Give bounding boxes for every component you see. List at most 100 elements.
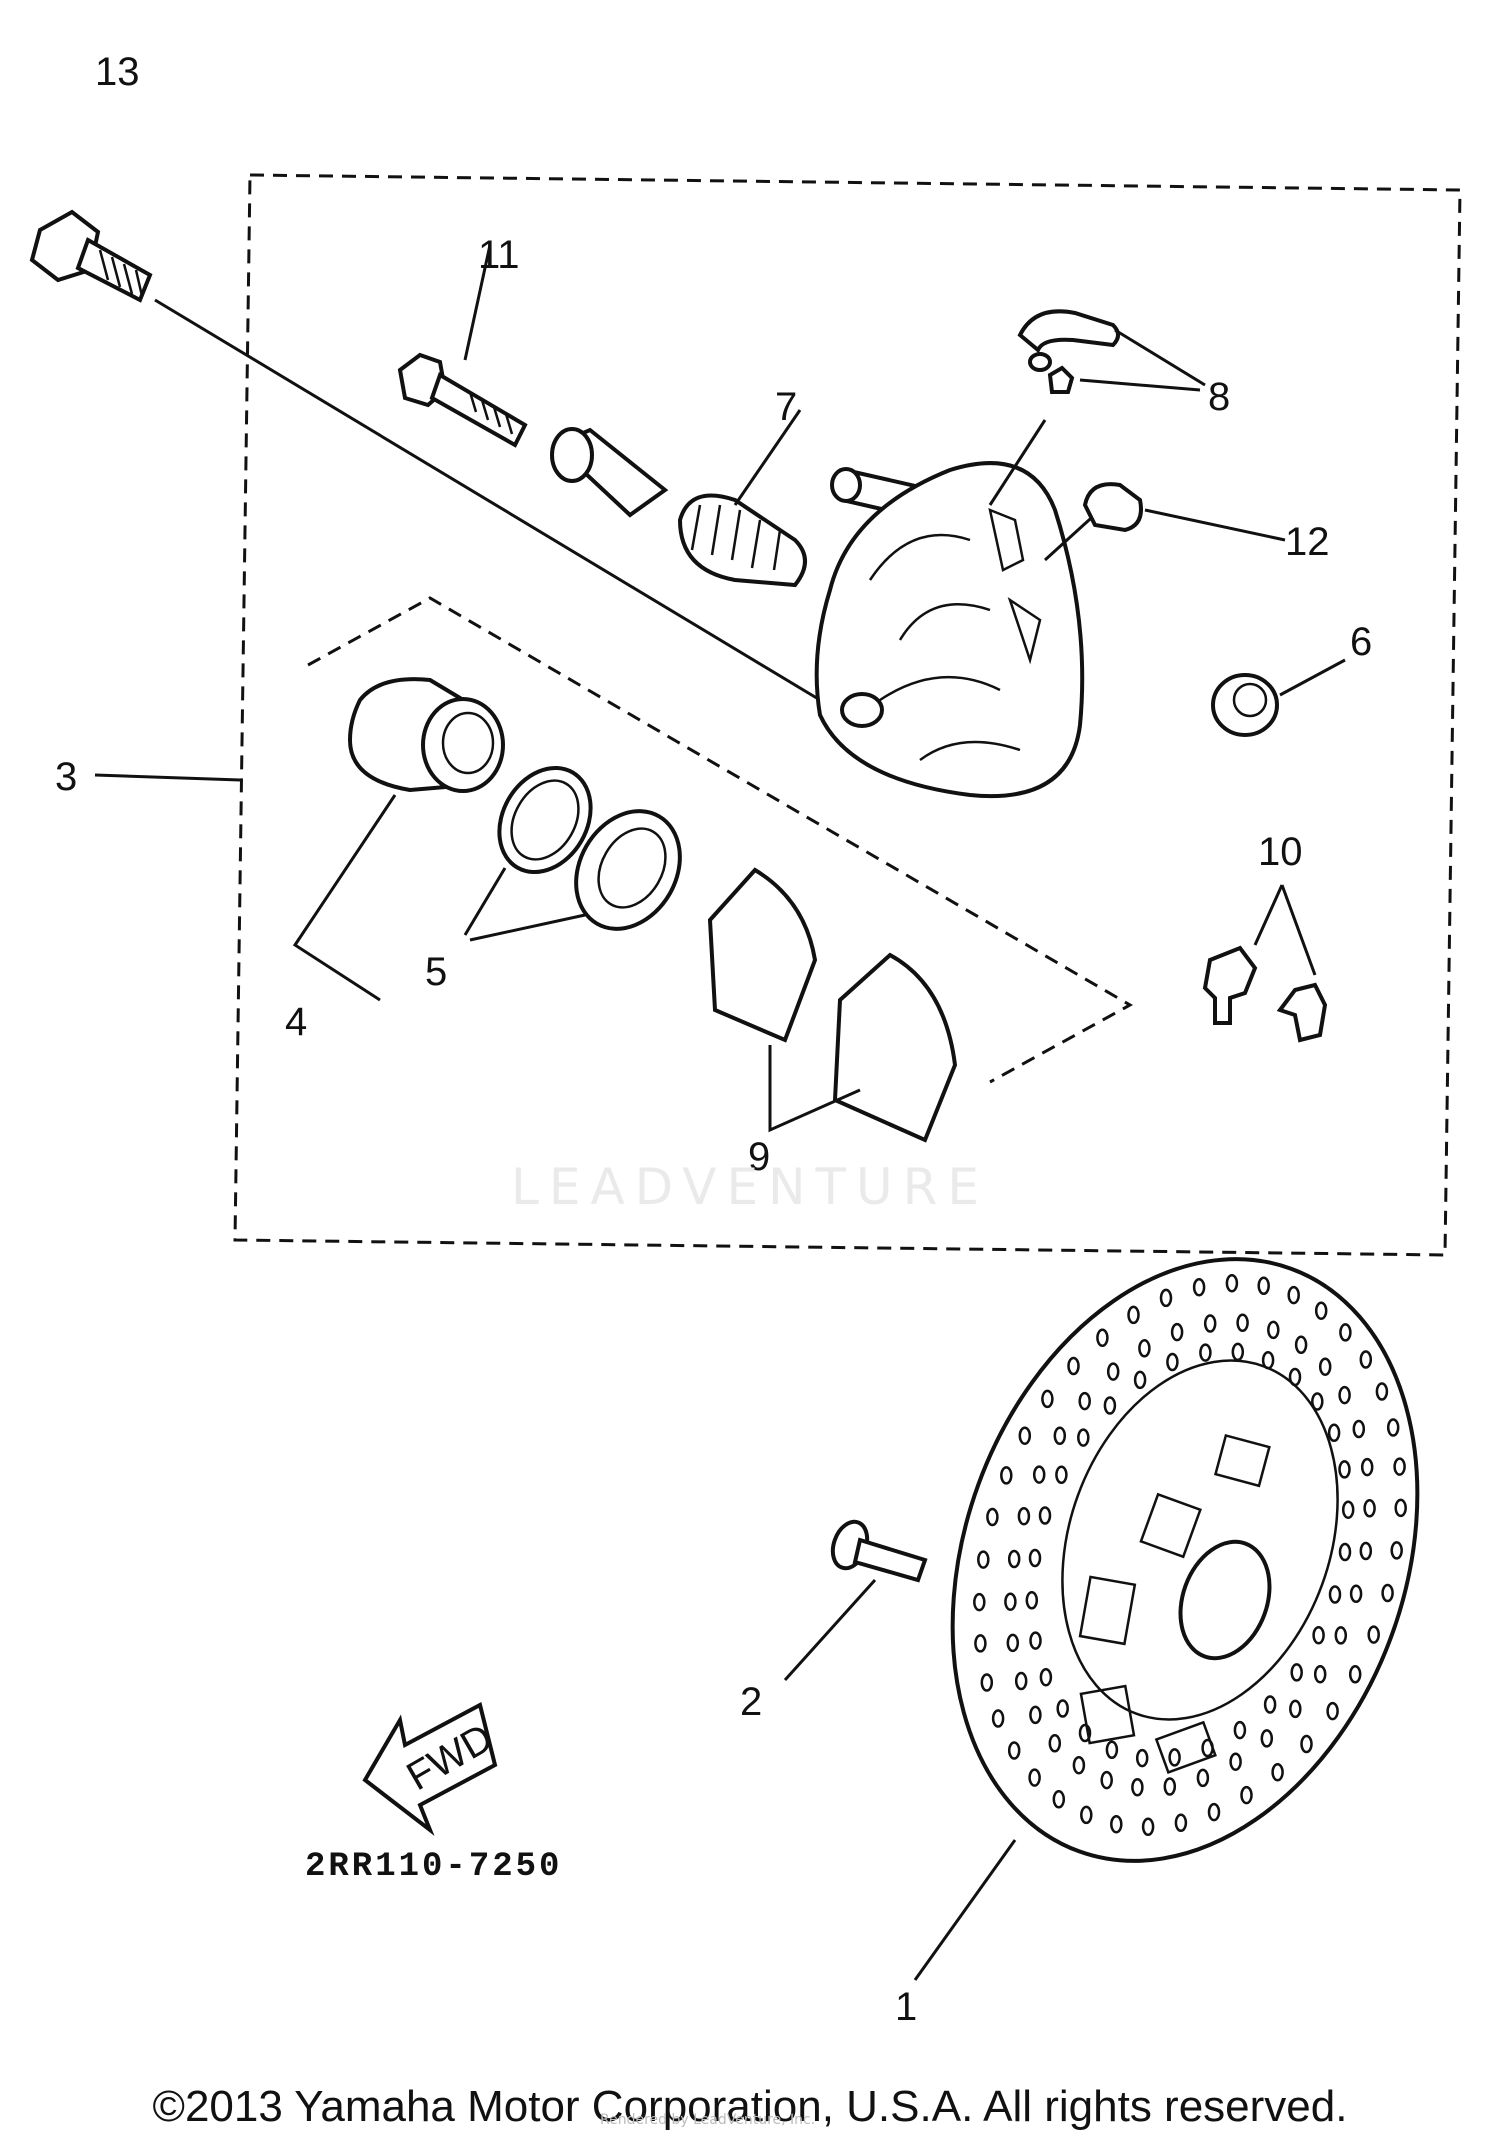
disc-hole	[1367, 1625, 1380, 1644]
disc-hole	[1203, 1314, 1217, 1333]
disc-hole	[1359, 1541, 1373, 1561]
callout-11: 11	[478, 233, 520, 277]
caliper-assembly-box	[233, 173, 1462, 1257]
bolt-11	[397, 244, 528, 448]
disc-hole	[1201, 1738, 1214, 1758]
boot-7	[677, 409, 807, 588]
pads-9	[707, 867, 958, 1143]
disc-hole	[1349, 1584, 1363, 1604]
disc-hole	[1174, 1813, 1188, 1833]
disc-hole	[1233, 1720, 1247, 1740]
disc-hole	[1078, 1391, 1091, 1411]
callout-8: 8	[1208, 375, 1230, 419]
disc-hole	[974, 1634, 987, 1653]
disc-hole	[1381, 1583, 1394, 1603]
disc-hole	[1039, 1667, 1053, 1687]
disc-hole	[1029, 1631, 1042, 1650]
piston-4	[292, 677, 505, 1002]
render-credit: Rendered by LeadVenture, Inc.	[600, 2112, 816, 2128]
disc-hole	[1363, 1499, 1376, 1518]
disc-hole	[1326, 1701, 1339, 1721]
disc-hole	[1261, 1350, 1275, 1370]
callout-4: 4	[285, 1000, 307, 1044]
disc-hole	[1100, 1770, 1113, 1790]
disc-hole	[1135, 1748, 1149, 1768]
disc-hole	[1096, 1328, 1109, 1348]
disc-hole	[1007, 1741, 1021, 1760]
callout-1: 1	[895, 1985, 917, 2029]
disc-hole	[1294, 1335, 1308, 1355]
disc-hole	[1263, 1695, 1277, 1714]
disc-hole	[1168, 1748, 1181, 1767]
caliper-body	[814, 419, 1102, 799]
disc-hole	[1312, 1625, 1325, 1645]
callout-10: 10	[1258, 830, 1303, 874]
seals-5	[463, 765, 682, 942]
callout-3: 3	[55, 755, 77, 799]
disc-hole	[1260, 1729, 1274, 1748]
disc-hole	[1236, 1313, 1249, 1333]
disc-hole	[1131, 1777, 1144, 1797]
disc-hole	[1196, 1768, 1210, 1788]
disc-hole	[1229, 1752, 1242, 1771]
disc-hole	[1048, 1734, 1062, 1753]
disc-hole	[1334, 1626, 1348, 1645]
disc-hole	[1025, 1591, 1039, 1610]
disc-hole	[1314, 1301, 1328, 1320]
disc-hole	[986, 1507, 999, 1527]
disc-hole	[1338, 1385, 1351, 1405]
watermark: LEADVENTURE	[511, 1158, 989, 1216]
disc-hole	[1007, 1549, 1021, 1569]
disc-hole	[1267, 1320, 1280, 1340]
disc-hole	[1341, 1500, 1355, 1519]
disc-hole	[1141, 1817, 1155, 1837]
disc-hole	[1313, 1664, 1327, 1684]
disc-hole	[1028, 1768, 1041, 1787]
disc-hole	[1386, 1418, 1400, 1437]
brake-disc-1	[913, 1257, 1420, 1981]
disc-hole	[1311, 1392, 1324, 1411]
disc-hole	[1393, 1457, 1406, 1476]
disc-hole	[1041, 1389, 1054, 1409]
disc-hole	[1338, 1460, 1351, 1479]
disc-hole	[1170, 1322, 1184, 1342]
bolt-2	[783, 1519, 928, 1682]
disc-hole	[1348, 1665, 1362, 1684]
disc-hole	[1159, 1288, 1173, 1308]
callout-2: 2	[740, 1680, 762, 1724]
callout-9: 9	[748, 1135, 770, 1179]
disc-hole	[1000, 1466, 1013, 1485]
disc-hole	[1004, 1592, 1017, 1611]
disc-hole	[1352, 1419, 1366, 1439]
pad-group-outline	[307, 596, 1134, 1084]
disc-hole	[1052, 1790, 1066, 1809]
callout-13: 13	[95, 50, 140, 94]
disc-hole	[1192, 1277, 1206, 1297]
disc-vent-slots	[1078, 1433, 1271, 1774]
copyright-notice: ©2013 Yamaha Motor Corporation, U.S.A. A…	[152, 2082, 1348, 2131]
diagram-code: 2RR110-7250	[305, 1848, 562, 1886]
disc-hole	[1017, 1506, 1031, 1526]
callout-7: 7	[775, 385, 797, 429]
bolt-13	[29, 209, 821, 702]
disc-hole	[1038, 1506, 1052, 1525]
disc-hole	[1327, 1423, 1341, 1443]
disc-hole	[1127, 1305, 1140, 1325]
disc-hole	[1290, 1663, 1303, 1682]
cap-12	[1082, 482, 1286, 542]
disc-hole	[1110, 1814, 1123, 1834]
disc-hole	[1240, 1785, 1253, 1805]
disc-hole	[1080, 1805, 1093, 1825]
disc-hole	[980, 1673, 994, 1692]
fwd-arrow: FWD	[362, 1702, 500, 1837]
disc-hole	[1287, 1285, 1300, 1305]
disc-hole	[1006, 1633, 1020, 1653]
disc-hole	[1288, 1367, 1302, 1387]
disc-hole	[1359, 1350, 1373, 1369]
disc-holes	[973, 1273, 1407, 1837]
disc-hole	[1271, 1762, 1284, 1782]
disc-hole	[1032, 1465, 1046, 1484]
disc-hole	[991, 1709, 1005, 1728]
disc-hole	[1028, 1548, 1042, 1568]
disc-hole	[1339, 1323, 1352, 1342]
